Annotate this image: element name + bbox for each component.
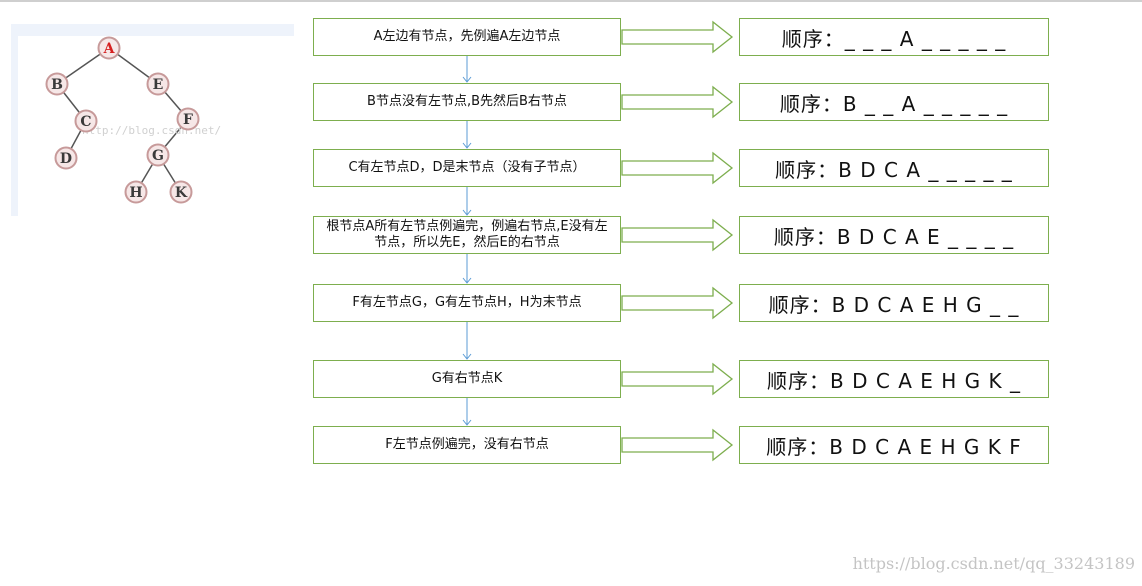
tree-node-F bbox=[176, 107, 200, 131]
down-arrowhead-1 bbox=[462, 76, 472, 83]
step-text: F左节点例遍完，没有右节点 bbox=[385, 437, 549, 452]
order-text: 顺序：B D C A E H G _ _ bbox=[768, 292, 1020, 317]
step-box-5: F有左节点G，G有左节点H，H为末节点 bbox=[313, 284, 621, 322]
order-text: 顺序：B D C A E H G K _ bbox=[767, 368, 1021, 393]
tree-panel bbox=[11, 24, 294, 214]
step-text: F有左节点G，G有左节点H，H为末节点 bbox=[352, 295, 582, 310]
tree-node-label-A: A bbox=[103, 41, 116, 57]
order-text: 顺序：B D C A _ _ _ _ _ bbox=[775, 157, 1013, 182]
tree-node-A bbox=[97, 36, 121, 60]
tree-node-label-C: C bbox=[80, 114, 91, 130]
tree-node-label-D: D bbox=[60, 151, 72, 167]
right-arrow-4 bbox=[621, 218, 734, 252]
tree-node-D bbox=[54, 146, 78, 170]
step-box-3: C有左节点D，D是末节点（没有子节点） bbox=[313, 149, 621, 187]
step-box-7: F左节点例遍完，没有右节点 bbox=[313, 426, 621, 464]
down-arrowhead-4 bbox=[462, 277, 472, 284]
order-text: 顺序：B D C A E _ _ _ _ bbox=[773, 224, 1015, 249]
tree-node-label-K: K bbox=[175, 185, 188, 201]
right-arrow-3 bbox=[621, 151, 734, 185]
order-text: 顺序：B _ _ A _ _ _ _ _ bbox=[779, 91, 1009, 116]
down-arrowhead-6 bbox=[462, 419, 472, 426]
tree-node-K bbox=[169, 180, 193, 204]
step-box-6: G有右节点K bbox=[313, 360, 621, 398]
tree-panel-top-band bbox=[11, 24, 294, 36]
tree-panel-left-band bbox=[11, 24, 18, 216]
tree-node-label-B: B bbox=[51, 77, 63, 93]
order-box-7: 顺序：B D C A E H G K F bbox=[739, 426, 1049, 464]
site-watermark: https://blog.csdn.net/qq_33243189 bbox=[852, 554, 1135, 573]
down-arrowhead-5 bbox=[462, 353, 472, 360]
top-divider bbox=[0, 0, 1142, 2]
tree-node-label-F: F bbox=[183, 112, 193, 128]
right-arrow-7 bbox=[621, 428, 734, 462]
order-text: 顺序：_ _ _ A _ _ _ _ _ bbox=[781, 26, 1007, 51]
order-box-2: 顺序：B _ _ A _ _ _ _ _ bbox=[739, 83, 1049, 121]
tree-node-G bbox=[146, 143, 170, 167]
tree-nodes: A B E C F D G H K bbox=[45, 36, 200, 204]
step-text: C有左节点D，D是末节点（没有子节点） bbox=[348, 160, 586, 175]
step-text: B节点没有左节点,B先然后B右节点 bbox=[367, 94, 567, 109]
tree-node-B bbox=[45, 72, 69, 96]
tree-node-label-E: E bbox=[153, 77, 164, 93]
order-box-5: 顺序：B D C A E H G _ _ bbox=[739, 284, 1049, 322]
down-arrowhead-2 bbox=[462, 142, 472, 149]
tree-node-C bbox=[74, 109, 98, 133]
step-box-4: 根节点A所有左节点例遍完，例遍右节点,E没有左节点，所以先E，然后E的右节点 bbox=[313, 216, 621, 254]
order-box-3: 顺序：B D C A _ _ _ _ _ bbox=[739, 149, 1049, 187]
order-box-6: 顺序：B D C A E H G K _ bbox=[739, 360, 1049, 398]
step-text: A左边有节点，先例遍A左边节点 bbox=[373, 29, 561, 44]
order-text: 顺序：B D C A E H G K F bbox=[766, 434, 1022, 459]
step-text: G有右节点K bbox=[431, 371, 503, 386]
step-box-2: B节点没有左节点,B先然后B右节点 bbox=[313, 83, 621, 121]
step-box-1: A左边有节点，先例遍A左边节点 bbox=[313, 18, 621, 56]
right-arrow-5 bbox=[621, 286, 734, 320]
tree-node-E bbox=[146, 72, 170, 96]
step-text: 根节点A所有左节点例遍完，例遍右节点,E没有左节点，所以先E，然后E的右节点 bbox=[326, 219, 608, 250]
tree-node-label-G: G bbox=[152, 148, 164, 164]
right-arrow-1 bbox=[621, 20, 734, 54]
order-box-1: 顺序：_ _ _ A _ _ _ _ _ bbox=[739, 18, 1049, 56]
down-arrowhead-3 bbox=[462, 209, 472, 216]
tree-node-label-H: H bbox=[129, 185, 142, 201]
tree-node-H bbox=[124, 180, 148, 204]
right-arrow-2 bbox=[621, 85, 734, 119]
order-box-4: 顺序：B D C A E _ _ _ _ bbox=[739, 216, 1049, 254]
right-arrow-6 bbox=[621, 362, 734, 396]
